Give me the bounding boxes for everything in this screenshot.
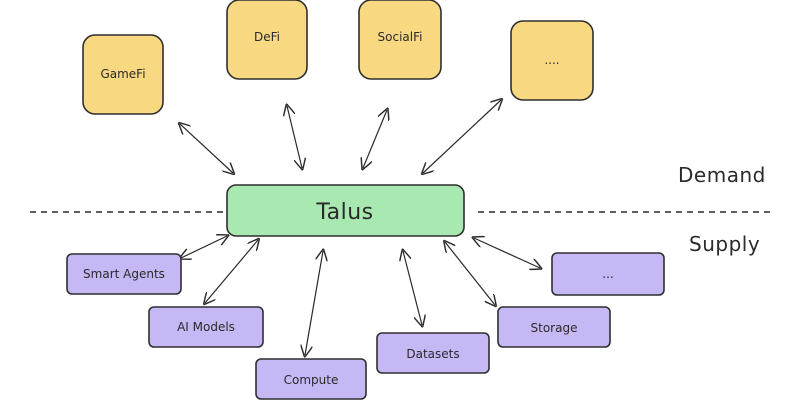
datasets-box (376, 332, 490, 374)
storage-label: Storage (531, 321, 578, 335)
demand-label: Demand (678, 163, 766, 187)
talus-node: Talus (226, 184, 465, 237)
supply-label: Supply (689, 232, 760, 256)
defi-box (226, 0, 308, 80)
more-supply-box (551, 252, 665, 296)
arrow-defi-talus (287, 106, 302, 168)
ai-models-label: AI Models (177, 320, 235, 334)
supply-node-smart-agents: Smart Agents (66, 253, 182, 295)
talus-box (226, 184, 465, 237)
arrow-datasets-talus (403, 251, 422, 325)
datasets-label: Datasets (406, 347, 459, 361)
compute-label: Compute (284, 373, 339, 387)
more-demand-box (510, 20, 594, 101)
arrow-more-demand-talus (423, 100, 501, 173)
supply-arrows (181, 236, 540, 355)
defi-label: DeFi (254, 30, 280, 44)
smart-agents-box (66, 253, 182, 295)
supply-node-more: ... (551, 252, 665, 296)
supply-node-storage: Storage (497, 306, 611, 348)
supply-node-datasets: Datasets (376, 332, 490, 374)
talus-label: Talus (315, 200, 373, 225)
supply-node-compute: Compute (255, 358, 367, 400)
socialfi-label: SocialFi (378, 30, 423, 44)
gamefi-label: GameFi (100, 67, 145, 81)
demand-node-socialfi: SocialFi (358, 0, 442, 80)
arrow-more-supply-talus (474, 238, 540, 268)
ai-models-box (148, 306, 264, 348)
arrow-ai-models-talus (205, 240, 258, 303)
arrow-compute-talus (305, 251, 323, 355)
arrow-smart-agents-talus (181, 236, 227, 258)
arrow-gamefi-talus (180, 124, 233, 173)
demand-node-more: .... (510, 20, 594, 101)
gamefi-box (82, 34, 164, 115)
compute-box (255, 358, 367, 400)
demand-node-gamefi: GameFi (82, 34, 164, 115)
socialfi-box (358, 0, 442, 80)
arrow-socialfi-talus (363, 110, 387, 168)
demand-node-defi: DeFi (226, 0, 308, 80)
smart-agents-label: Smart Agents (83, 267, 165, 281)
demand-arrows (180, 100, 501, 173)
storage-box (497, 306, 611, 348)
supply-node-ai-models: AI Models (148, 306, 264, 348)
more-supply-label: ... (602, 267, 613, 281)
more-demand-label: .... (544, 53, 559, 67)
arrow-storage-talus (445, 242, 495, 305)
